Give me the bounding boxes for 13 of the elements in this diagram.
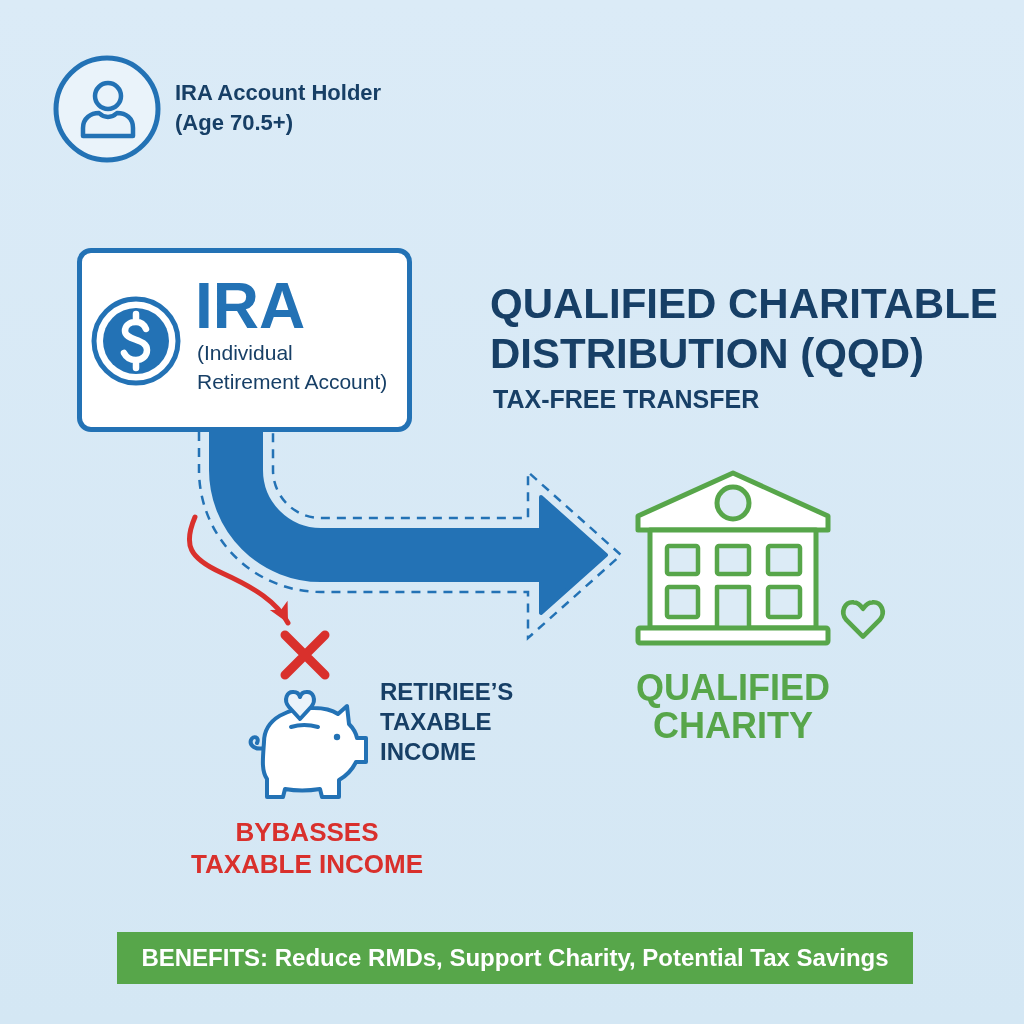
- account-title: IRA: [195, 274, 307, 338]
- benefits-text: BENEFITS: Reduce RMDs, Support Charity, Potential Tax Savings: [140, 943, 890, 973]
- account-subtitle: (Individual Retirement Account): [197, 340, 389, 395]
- income-label: RETIRIEE’S TAXABLE INCOME: [380, 677, 515, 767]
- account-card: [77, 248, 412, 432]
- block-arrow: [209, 432, 608, 615]
- heading: QUALIFIED CHARITABLE DISTRIBUTION (QQD): [490, 279, 999, 379]
- charity-label: QUALIFIED CHARITY: [635, 669, 831, 745]
- bypass-note: BYBASSES TAXABLE INCOME: [189, 816, 425, 880]
- arrow: [186, 514, 291, 626]
- subheading: TAX-FREE TRANSFER: [493, 384, 761, 414]
- benefits-banner: [117, 932, 913, 984]
- account-holder-label: IRA Account Holder (Age 70.5+): [175, 79, 383, 137]
